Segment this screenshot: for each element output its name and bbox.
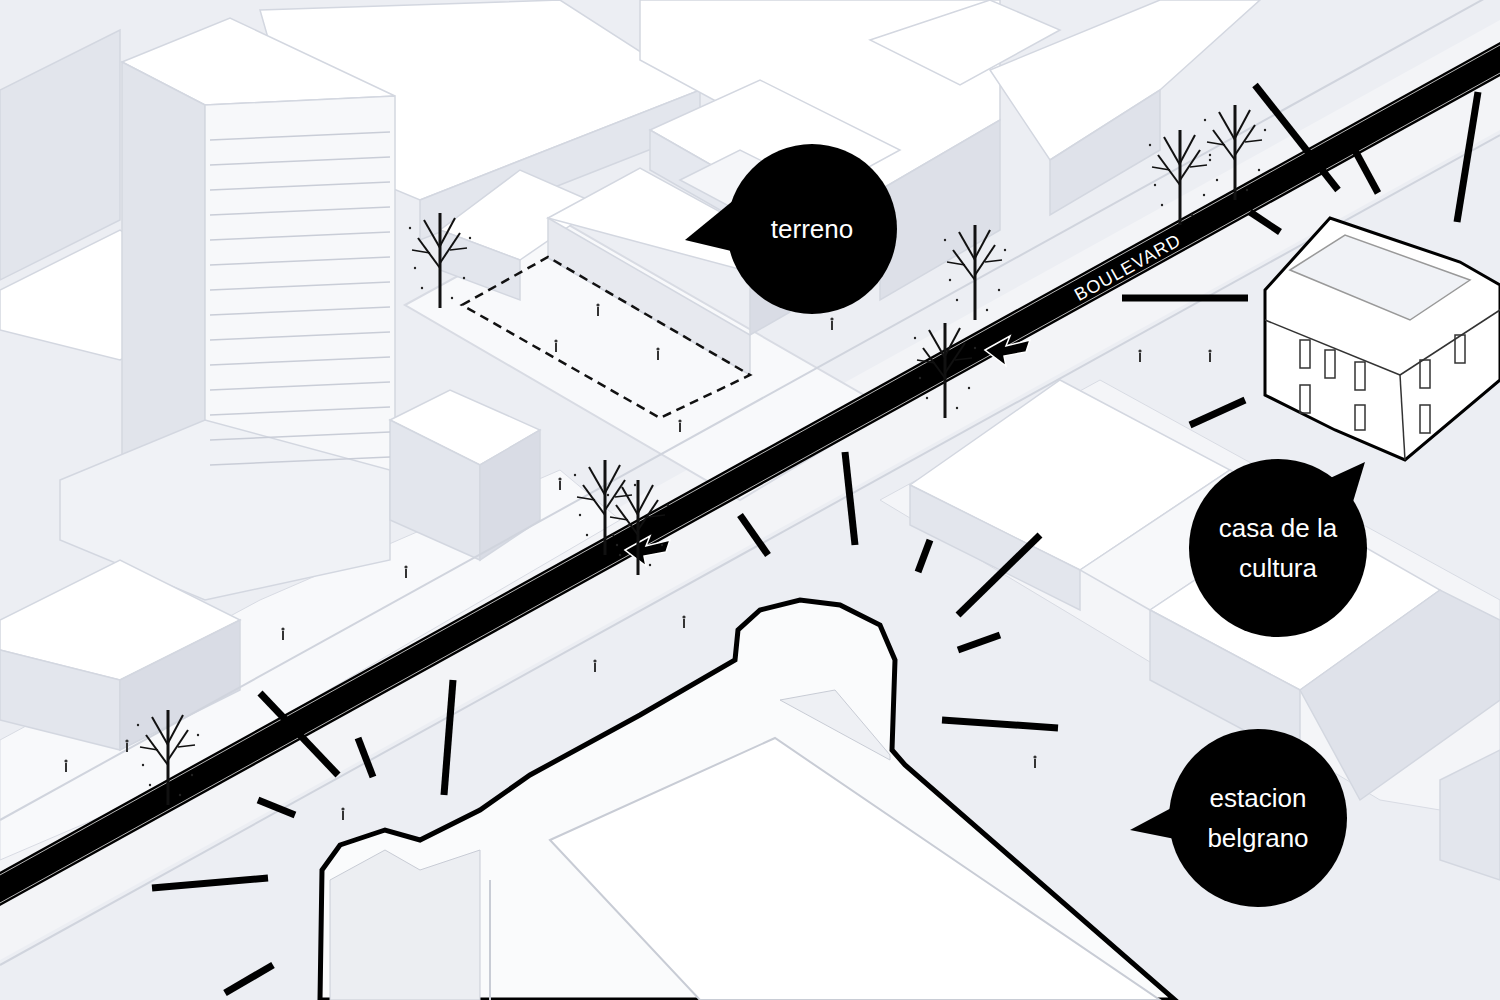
callout-text: estacion belgrano (1188, 778, 1328, 859)
people (64, 303, 1211, 820)
callout-bubble: estacion belgrano (1169, 729, 1347, 907)
callout-text: terreno (771, 209, 853, 249)
casa-building (1265, 218, 1500, 460)
callout-bubble: terreno (727, 144, 897, 314)
trees (137, 105, 1266, 805)
station-building (320, 600, 1175, 1000)
tower-floors (210, 132, 390, 465)
callout-bubble: casa de la cultura (1189, 459, 1367, 637)
radiating-lines (152, 85, 1478, 993)
callout-text: casa de la cultura (1208, 508, 1348, 589)
road-arrows (625, 336, 1030, 566)
plot-outline (462, 257, 750, 418)
